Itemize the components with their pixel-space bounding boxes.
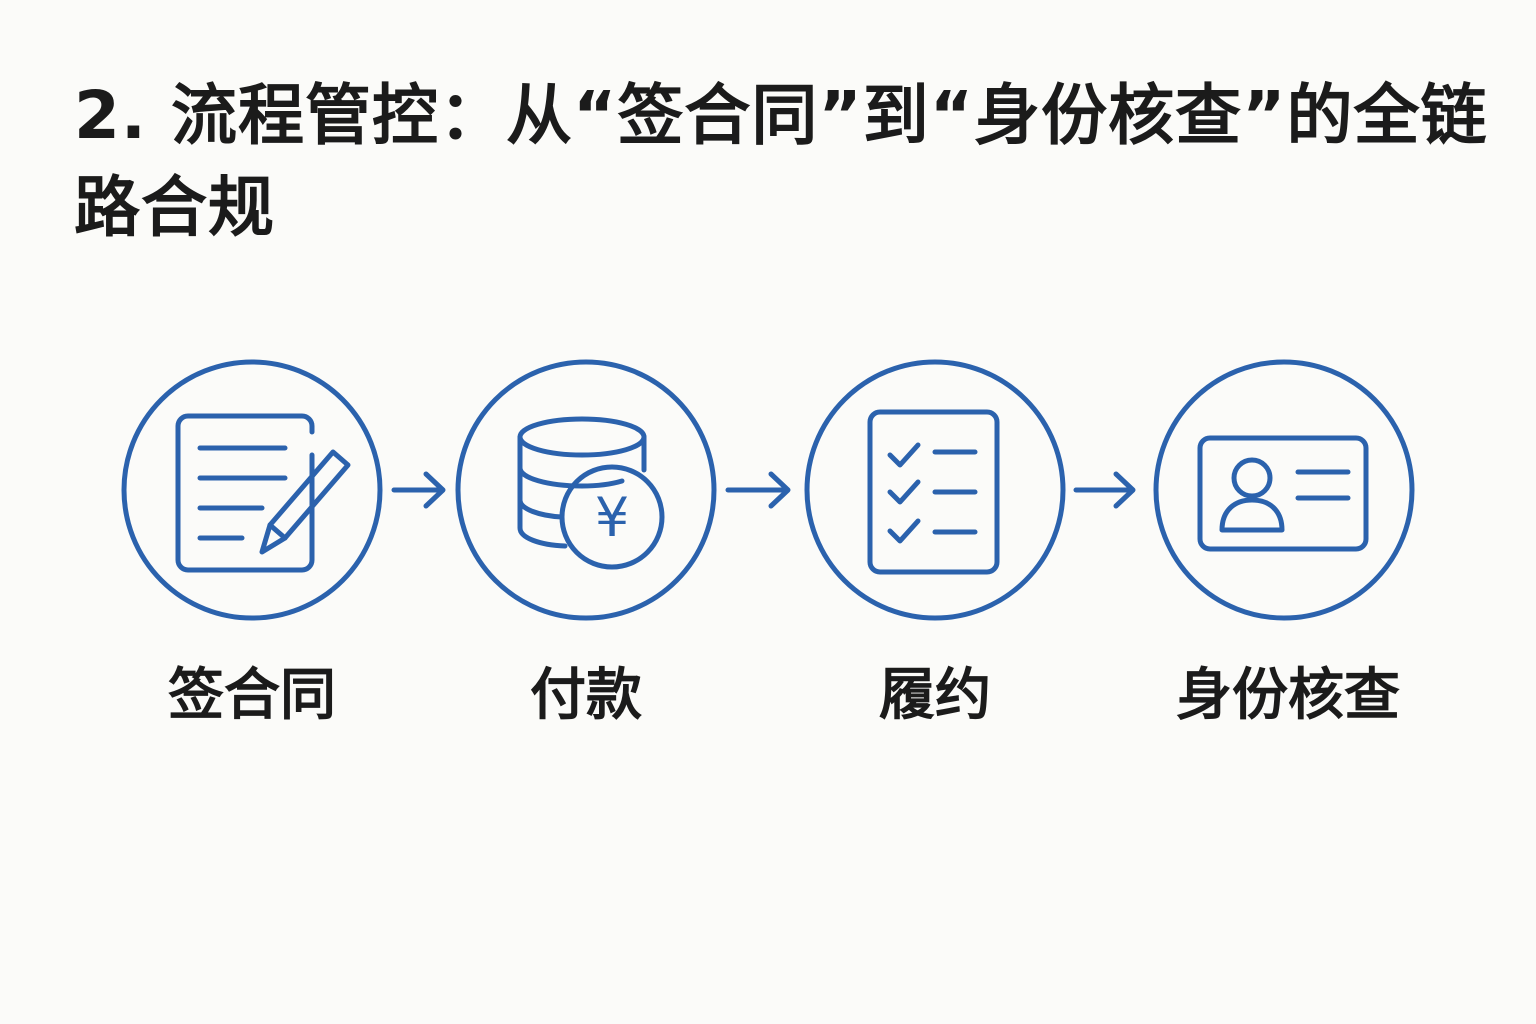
page-title: 2. 流程管控：从“签合同”到“身份核查”的全链路合规 xyxy=(74,77,1488,246)
id-card-icon xyxy=(1197,435,1369,552)
arrow-right-icon xyxy=(391,471,446,509)
yuan-symbol: ¥ xyxy=(595,486,629,549)
contract-pen-icon xyxy=(175,413,351,573)
step-circle-fulfillment xyxy=(804,359,1066,621)
arrow-right-icon xyxy=(1073,471,1136,509)
step-label-identity: 身份核查 xyxy=(1176,663,1400,728)
step-circle-identity xyxy=(1153,359,1415,621)
step-circle-contract xyxy=(121,359,383,621)
database-yuan-coin-icon xyxy=(517,416,665,570)
step-label-contract: 签合同 xyxy=(168,663,336,728)
step-label-payment: 付款 xyxy=(530,663,642,728)
arrow-right-icon xyxy=(725,471,791,509)
checklist-icon xyxy=(867,409,1000,575)
step-circle-payment xyxy=(455,359,717,621)
step-label-fulfillment: 履约 xyxy=(879,663,991,728)
